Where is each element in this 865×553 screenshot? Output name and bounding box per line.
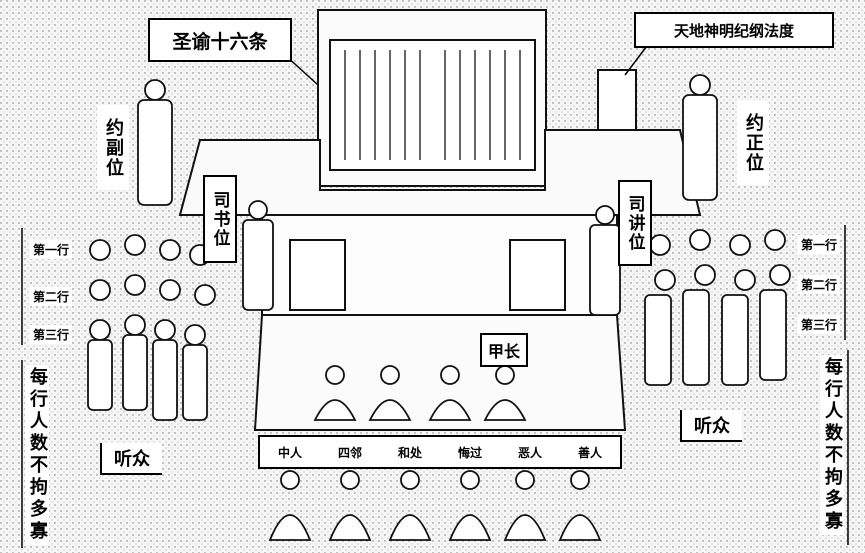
right-row-1: 第一行 <box>798 235 841 254</box>
deputy-head-label: 约副位 <box>97 105 129 190</box>
heaven-earth-label: 天地神明纪纲法度 <box>634 12 834 48</box>
chief-head-label: 约正位 <box>737 100 769 185</box>
lecturer-label: 司讲位 <box>618 180 652 266</box>
right-row-3: 第三行 <box>798 315 841 334</box>
bar-item: 恶人 <box>517 445 542 460</box>
bar-item: 善人 <box>577 445 602 460</box>
bottom-category-bar: 中人 四邻 和处 悔过 恶人 善人 <box>258 435 622 469</box>
edict-label: 圣谕十六条 <box>148 18 292 62</box>
right-row-2: 第二行 <box>798 275 841 294</box>
audience-left-label: 听众 <box>100 443 162 475</box>
bar-item: 和处 <box>397 445 422 460</box>
bar-item: 悔过 <box>457 445 482 460</box>
left-row-3: 第三行 <box>30 325 73 344</box>
jiazhang-label: 甲长 <box>480 333 528 367</box>
edict-tablet <box>317 9 547 187</box>
bar-item: 中人 <box>277 445 302 460</box>
left-row-1: 第一行 <box>30 240 73 259</box>
scribe-label: 司书位 <box>203 175 237 263</box>
rows-note-left: 每行人数不拘多寡 <box>25 365 49 545</box>
audience-right-label: 听众 <box>680 410 742 442</box>
left-row-2: 第二行 <box>30 287 73 306</box>
bar-item: 四邻 <box>337 445 362 460</box>
rows-note-right: 每行人数不拘多寡 <box>820 355 844 535</box>
